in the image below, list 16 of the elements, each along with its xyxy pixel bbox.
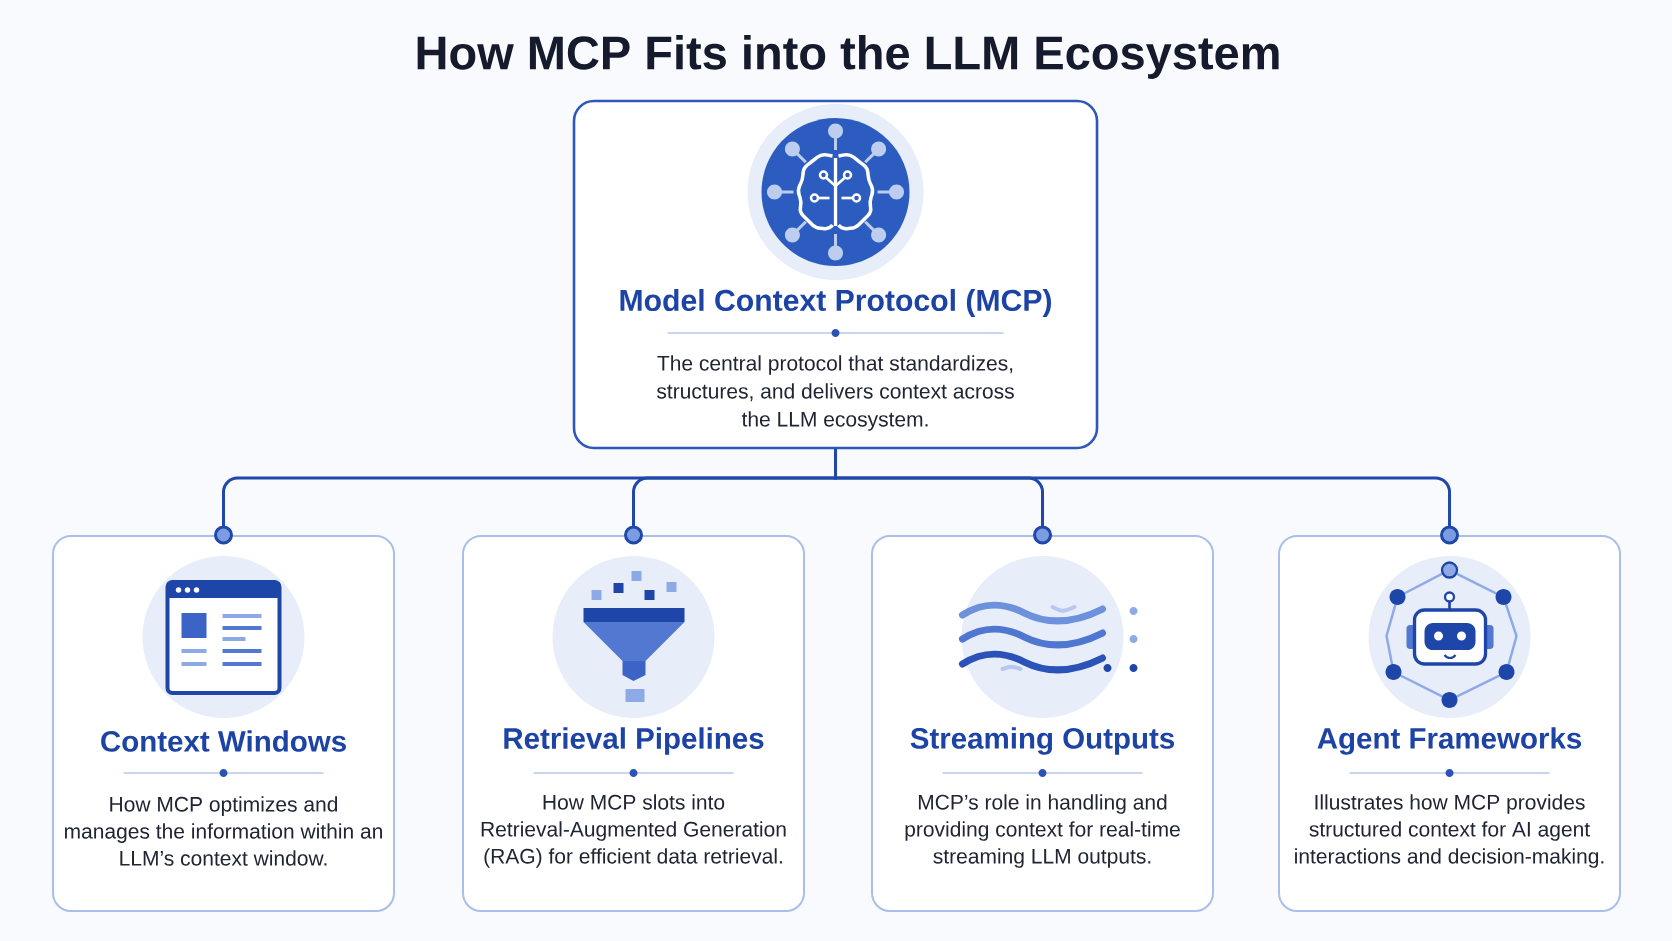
card-description: The central protocol that standardizes, structures, and delivers context across the LLM ecosystem. xyxy=(656,355,1014,431)
card xyxy=(462,535,805,912)
card-heading: Model Context Protocol (MCP) xyxy=(620,288,1051,318)
card-description: MCP’s role in handling and providing context for real-time streaming LLM outputs. xyxy=(905,794,1180,868)
card-description: How MCP slots into Retrieval-Augmented Generation (RAG) for efficient data retrieval. xyxy=(481,794,786,868)
card xyxy=(871,535,1214,912)
card-heading: Context Windows xyxy=(101,730,346,752)
card-description: Illustrates how MCP provides structured context for AI agent interactions and decision-making. xyxy=(1295,794,1604,868)
title: How MCP Fits into the LLM Ecosystem xyxy=(417,35,1279,79)
card-heading: Retrieval Pipelines xyxy=(504,727,764,755)
card xyxy=(572,99,1099,450)
card xyxy=(1278,535,1621,912)
card-description: How MCP optimizes and manages the information within an LLM’s context window. xyxy=(64,796,382,866)
card xyxy=(52,535,395,912)
card-heading: Agent Frameworks xyxy=(1317,727,1582,755)
card-heading: Streaming Outputs xyxy=(910,727,1175,755)
